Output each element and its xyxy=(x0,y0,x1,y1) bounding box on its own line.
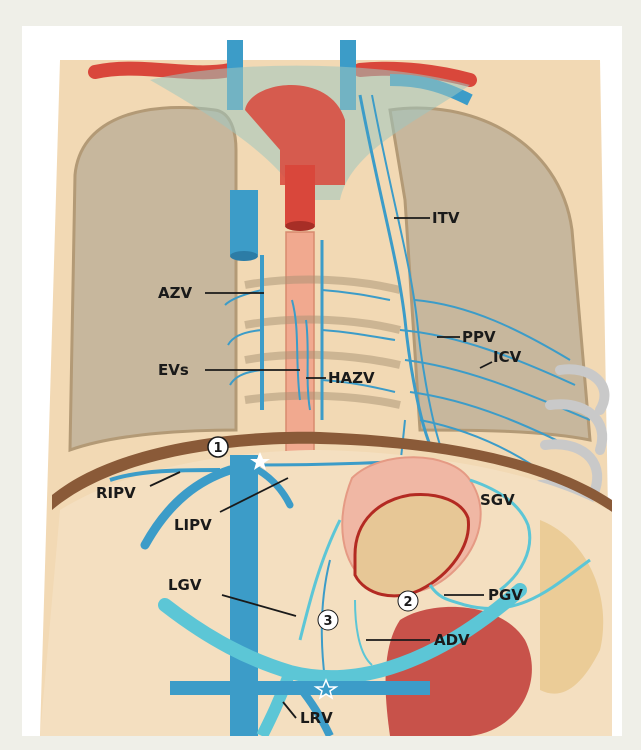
label-evs: EVs xyxy=(158,361,189,379)
aorta-cut xyxy=(285,221,315,231)
svc-cut xyxy=(230,251,258,261)
label-lipv: LIPV xyxy=(174,516,212,534)
label-ppv: PPV xyxy=(462,328,496,346)
right-lung xyxy=(70,108,236,450)
superior-vena-cava xyxy=(230,190,258,255)
left-kidney xyxy=(386,607,532,736)
descending-aorta-top xyxy=(285,165,315,225)
marker-two-text: 2 xyxy=(403,595,412,610)
label-lgv: LGV xyxy=(168,576,202,594)
label-ripv: RIPV xyxy=(96,484,136,502)
label-itv: ITV xyxy=(432,209,460,227)
marker-three-text: 3 xyxy=(323,614,332,629)
label-sgv: SGV xyxy=(480,491,515,509)
marker-one-text: 1 xyxy=(213,441,222,456)
label-hazv: HAZV xyxy=(328,369,375,387)
label-lrv: LRV xyxy=(300,709,333,727)
label-azv: AZV xyxy=(158,284,192,302)
label-pgv: PGV xyxy=(488,586,523,604)
label-adv: ADV xyxy=(434,631,470,649)
label-icv: ICV xyxy=(493,348,522,366)
